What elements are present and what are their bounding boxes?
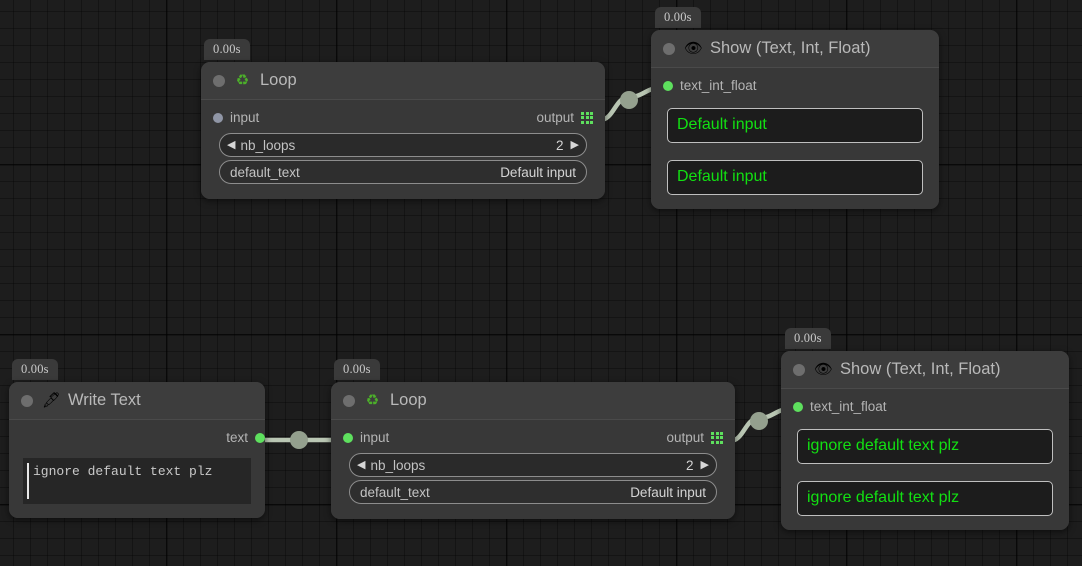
node-show-bottom[interactable]: 👁 Show (Text, Int, Float) text_int_float…: [781, 351, 1069, 530]
recycle-icon: ♻: [235, 72, 250, 89]
output-port-dot[interactable]: [255, 432, 265, 443]
node-body: input output ◀ nb_loops 2 ▶ default_text…: [201, 100, 605, 199]
collapse-toggle-dot[interactable]: [663, 42, 675, 55]
ports-row: input output: [211, 108, 595, 130]
ports-row: input output: [341, 428, 725, 450]
node-title: Write Text: [68, 391, 141, 409]
text-input-area[interactable]: ignore default text plz: [23, 458, 251, 504]
eye-icon: 👁: [684, 40, 704, 57]
node-body: text_int_float Default input Default inp…: [651, 68, 939, 209]
input-port-dot[interactable]: [343, 432, 353, 443]
edge-handle-loop-top-to-show-top[interactable]: [620, 91, 638, 109]
ports-row: text_int_float: [661, 76, 929, 98]
field-label: nb_loops: [240, 137, 296, 153]
edge-handle-loop-bottom-to-show-bottom[interactable]: [750, 412, 768, 430]
output-port-label: output: [666, 430, 704, 445]
stepper-increment-icon[interactable]: ▶: [570, 138, 579, 151]
display-value-box: ignore default text plz: [797, 429, 1053, 464]
node-timer-badge: 0.00s: [204, 39, 250, 61]
field-nb-loops[interactable]: ◀ nb_loops 2 ▶: [219, 133, 587, 157]
input-port-label: text_int_float: [810, 399, 887, 414]
text-input-value[interactable]: ignore default text plz: [33, 464, 213, 479]
node-body: input output ◀ nb_loops 2 ▶ default_text…: [331, 420, 735, 519]
display-value-box: ignore default text plz: [797, 481, 1053, 516]
node-title: Loop: [390, 391, 427, 409]
node-title: Show (Text, Int, Float): [840, 360, 1001, 378]
display-value-box: Default input: [667, 160, 923, 195]
field-value[interactable]: 2: [686, 457, 694, 473]
list-grid-icon[interactable]: [711, 431, 723, 444]
node-timer-badge: 0.00s: [785, 328, 831, 350]
field-value[interactable]: 2: [556, 137, 564, 153]
node-header[interactable]: 👁 Show (Text, Int, Float): [781, 351, 1069, 389]
output-port[interactable]: text: [226, 430, 265, 445]
node-timer-badge: 0.00s: [12, 359, 58, 381]
node-title: Show (Text, Int, Float): [710, 39, 871, 57]
ports-row: text_int_float: [791, 397, 1059, 419]
node-header[interactable]: 👁 Show (Text, Int, Float): [651, 30, 939, 68]
node-header[interactable]: ♻ Loop: [201, 62, 605, 100]
display-value-box: Default input: [667, 108, 923, 143]
input-port-label: input: [360, 430, 390, 445]
field-default-text[interactable]: default_text Default input: [219, 160, 587, 184]
field-nb-loops[interactable]: ◀ nb_loops 2 ▶: [349, 453, 717, 477]
output-port-label: text: [226, 430, 248, 445]
eye-icon: 👁: [814, 361, 834, 378]
input-port[interactable]: text_int_float: [663, 78, 757, 93]
field-value[interactable]: Default input: [500, 164, 576, 180]
edge-handle-write-text-to-loop-bottom[interactable]: [290, 431, 308, 449]
field-default-text[interactable]: default_text Default input: [349, 480, 717, 504]
collapse-toggle-dot[interactable]: [343, 394, 355, 407]
collapse-toggle-dot[interactable]: [793, 363, 805, 376]
output-port-label: output: [536, 110, 574, 125]
input-port-label: input: [230, 110, 260, 125]
input-port[interactable]: input: [343, 430, 389, 445]
node-write-text[interactable]: 🖋 Write Text text ignore default text pl…: [9, 382, 265, 518]
stepper-decrement-icon[interactable]: ◀: [357, 458, 366, 471]
collapse-toggle-dot[interactable]: [213, 74, 225, 87]
node-title: Loop: [260, 71, 297, 89]
pen-nib-icon: 🖋: [42, 392, 62, 409]
stepper-decrement-icon[interactable]: ◀: [227, 138, 236, 151]
stepper-increment-icon[interactable]: ▶: [700, 458, 709, 471]
node-timer-badge: 0.00s: [655, 7, 701, 29]
output-port[interactable]: output: [666, 430, 723, 445]
node-body: text_int_float ignore default text plz i…: [781, 389, 1069, 530]
input-port[interactable]: input: [213, 110, 259, 125]
input-port-dot[interactable]: [213, 112, 223, 123]
node-body: text ignore default text plz: [9, 420, 265, 518]
input-port-dot[interactable]: [663, 80, 673, 91]
input-port-label: text_int_float: [680, 78, 757, 93]
field-value[interactable]: Default input: [630, 484, 706, 500]
input-port-dot[interactable]: [793, 401, 803, 412]
input-port[interactable]: text_int_float: [793, 399, 887, 414]
recycle-icon: ♻: [365, 392, 380, 409]
field-label: default_text: [360, 484, 430, 500]
output-port[interactable]: output: [536, 110, 593, 125]
field-label: default_text: [230, 164, 300, 180]
node-header[interactable]: 🖋 Write Text: [9, 382, 265, 420]
node-header[interactable]: ♻ Loop: [331, 382, 735, 420]
text-caret: [27, 463, 29, 499]
node-loop-top[interactable]: ♻ Loop input output ◀ nb_loops: [201, 62, 605, 199]
field-label: nb_loops: [370, 457, 426, 473]
node-loop-bottom[interactable]: ♻ Loop input output ◀ nb_loops: [331, 382, 735, 519]
node-timer-badge: 0.00s: [334, 359, 380, 381]
list-grid-icon[interactable]: [581, 111, 593, 124]
collapse-toggle-dot[interactable]: [21, 394, 33, 407]
ports-row: text: [19, 428, 265, 450]
node-show-top[interactable]: 👁 Show (Text, Int, Float) text_int_float…: [651, 30, 939, 209]
